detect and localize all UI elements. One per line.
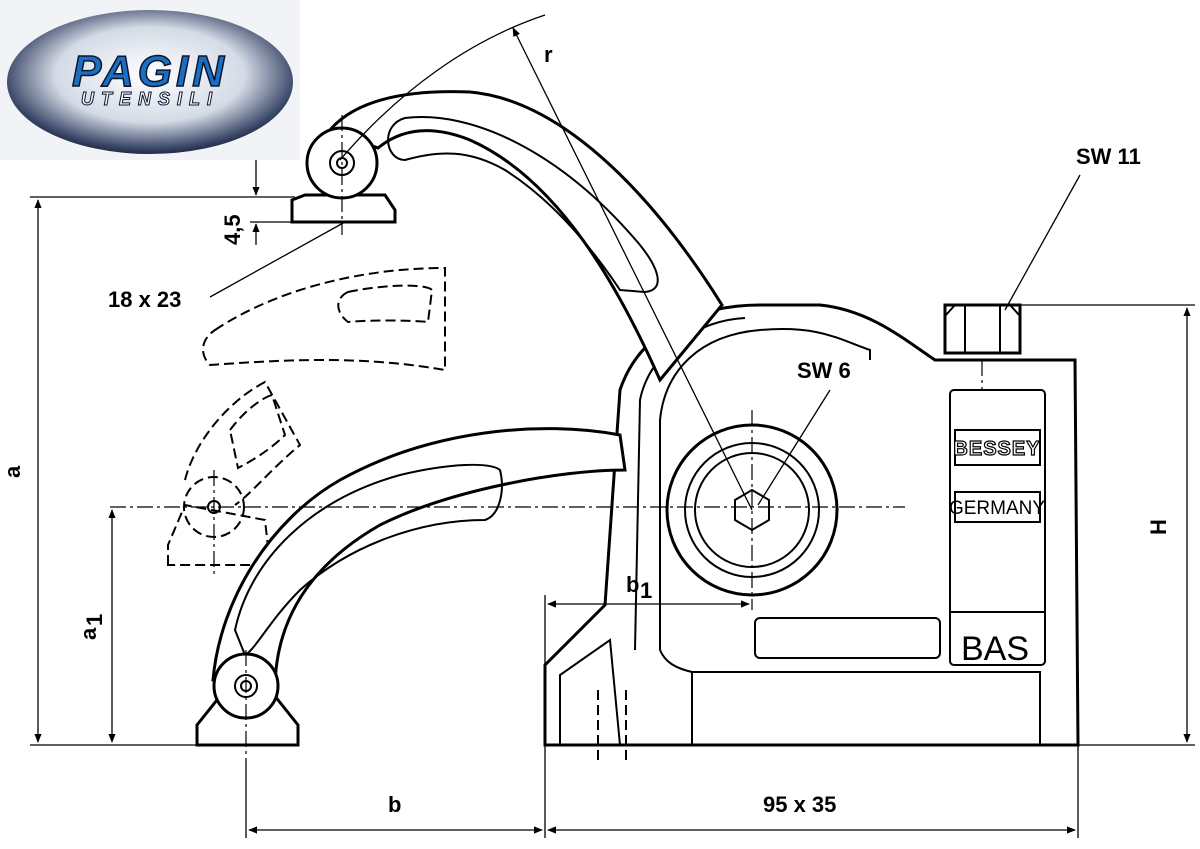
label-a1-main: a (76, 627, 101, 640)
clamp-arm-middle-ghost (202, 266, 446, 372)
label-b1: b 1 (626, 572, 652, 603)
plate-country: GERMANY (949, 498, 1045, 519)
label-b1-sub: 1 (640, 578, 652, 603)
brand-plate: BESSEY GERMANY BAS (949, 429, 1045, 668)
label-thread: 4,5 (220, 214, 245, 245)
dimension-labels: r SW 11 SW 6 4,5 18 x 23 a a 1 b 95 x 35… (0, 42, 1171, 817)
label-sw6: SW 6 (797, 358, 851, 383)
label-a1: a 1 (76, 614, 107, 640)
pagin-logo: PAGIN UTENSILI (0, 0, 300, 160)
label-a1-sub: 1 (82, 614, 107, 626)
center-lines (110, 115, 905, 760)
label-a: a (0, 465, 25, 478)
label-b: b (388, 792, 401, 817)
label-base: 95 x 35 (763, 792, 836, 817)
clamp-arm-upper (290, 90, 724, 383)
label-H: H (1146, 519, 1171, 535)
dimension-lines (30, 14, 1195, 838)
label-sw11: SW 11 (1076, 144, 1141, 169)
logo-ellipse (7, 10, 293, 154)
label-pad: 18 x 23 (108, 287, 181, 312)
label-r: r (544, 42, 553, 67)
logo-subtitle: UTENSILI (81, 89, 219, 109)
logo-name: PAGIN (72, 47, 228, 96)
sw11-nut (943, 303, 1022, 390)
plate-model: BAS (961, 630, 1029, 668)
plate-brand: BESSEY (953, 438, 1040, 460)
label-b1-main: b (626, 572, 639, 597)
